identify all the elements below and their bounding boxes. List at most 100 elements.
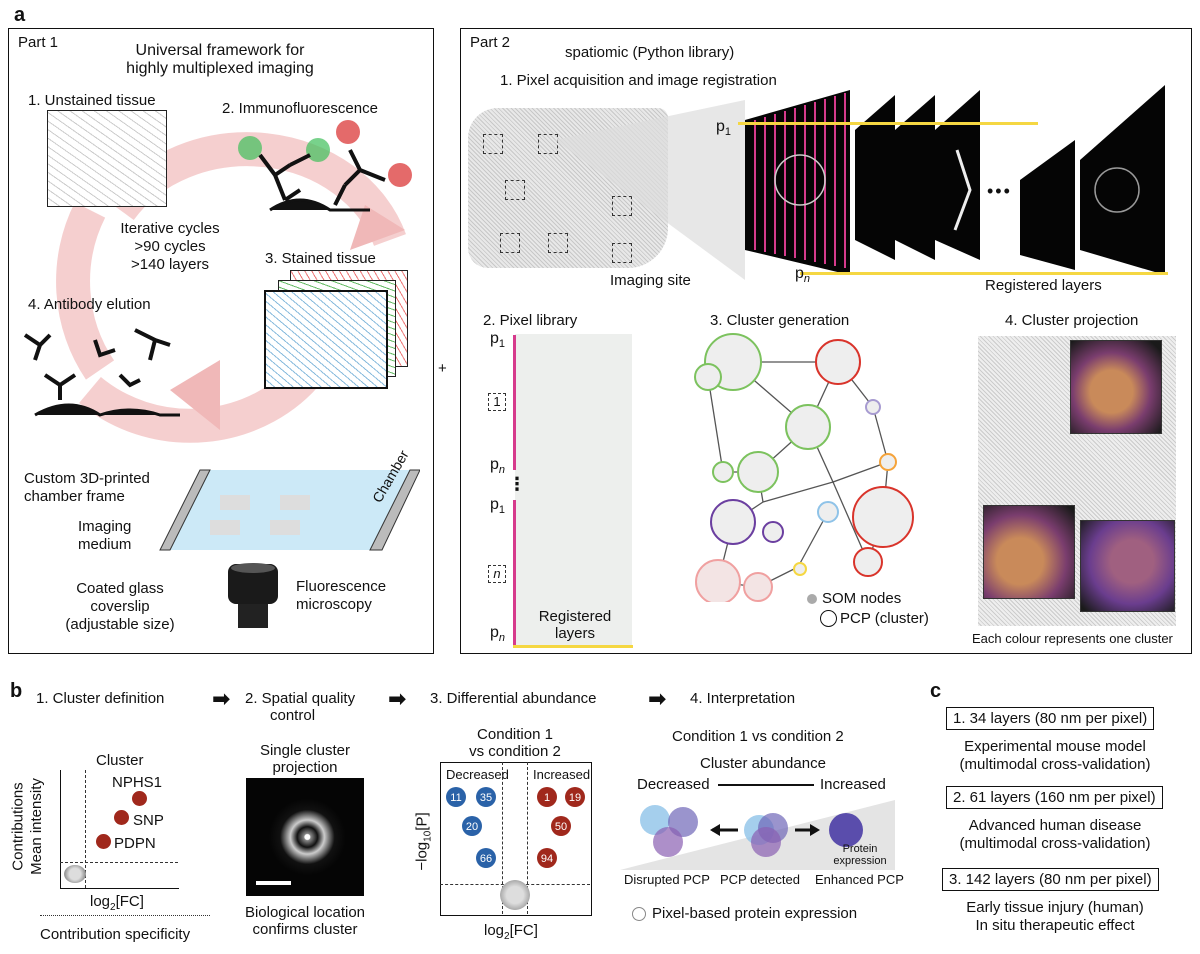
single-cluster-image xyxy=(246,778,364,896)
microscopy-line2: microscopy xyxy=(296,596,372,613)
interpretation-graphic xyxy=(620,800,895,870)
blue-dot-35: 35 xyxy=(476,787,496,807)
pixel-library-bottom-line xyxy=(513,645,633,648)
step3-stained: 3. Stained tissue xyxy=(265,250,376,267)
gene-dot-snp xyxy=(114,810,129,825)
imaging-site-box xyxy=(500,233,520,253)
cluster-projection-inset-1 xyxy=(1070,340,1162,434)
cluster-title: Cluster xyxy=(96,752,144,769)
imaging-site-box xyxy=(612,196,632,216)
volcano-xlabel: log2[FC] xyxy=(484,922,538,942)
volcano-null-points xyxy=(500,880,530,910)
b-arrow-3: ➡ xyxy=(648,686,667,711)
b-arrow-1: ➡ xyxy=(212,686,231,711)
lib-p1-bottom: p1 xyxy=(490,496,506,517)
c-item1-line1: Experimental mouse model xyxy=(964,738,1146,755)
interp-abundance: Cluster abundance xyxy=(700,755,826,772)
microscopy-line1: Fluorescence xyxy=(296,578,387,595)
interp-decreased: Decreased xyxy=(637,776,710,793)
volcano-increased: Increased xyxy=(533,767,591,782)
lib-registered-line2: layers xyxy=(554,625,595,642)
volcano-frame xyxy=(440,762,592,916)
chamber-frame-line1: Custom 3D-printed xyxy=(24,470,150,487)
pixel-legend-icon xyxy=(632,907,646,921)
chamber-frame-line2: chamber frame xyxy=(24,488,125,505)
red-dot-50: 50 xyxy=(551,816,571,836)
som-nodes-legend-icon xyxy=(807,594,817,604)
medium-line2: medium xyxy=(78,536,132,553)
step2-immunofluorescence: 2. Immunofluorescence xyxy=(222,100,378,117)
part1-title: Part 1 xyxy=(18,34,59,51)
b-step2-line1: 2. Spatial quality xyxy=(245,690,356,707)
part2-step3: 3. Cluster generation xyxy=(710,312,850,329)
projection-line1: Single cluster xyxy=(259,742,351,759)
gene-pdpn: PDPN xyxy=(114,835,156,852)
b-step1: 1. Cluster definition xyxy=(36,690,165,707)
part2-step2: 2. Pixel library xyxy=(483,312,578,329)
cluster-ylabel-line2: Mean intensity xyxy=(27,778,45,875)
pixel-library-bar-1 xyxy=(513,335,516,470)
stained-layer-front xyxy=(264,290,388,389)
objective-icon xyxy=(228,563,278,628)
cluster-ylabel-line1: Contributions xyxy=(9,782,27,871)
antibody-graphic xyxy=(238,120,412,212)
layer-stack-graphic xyxy=(745,85,1165,275)
chamber-graphic xyxy=(159,469,420,551)
cycles-line3: >140 layers xyxy=(131,256,209,273)
part1-heading-line1: Universal framework for xyxy=(135,42,305,59)
gene-dot-nphs1 xyxy=(132,791,147,806)
pixel-legend: Pixel-based protein expression xyxy=(652,905,858,922)
pn-label: pn xyxy=(795,265,811,286)
scale-bar xyxy=(256,881,291,885)
cluster-plot-hline xyxy=(60,862,178,863)
legend-pcp: PCP (cluster) xyxy=(840,610,929,627)
specificity-arrow xyxy=(40,915,210,916)
gene-snp: SNP xyxy=(133,812,164,829)
bio-line1: Biological location xyxy=(244,904,366,921)
volcano-decreased: Decreased xyxy=(446,767,509,782)
protein-line1: Protein xyxy=(842,843,878,855)
pn-line xyxy=(800,272,1168,275)
panel-letter-a: a xyxy=(14,4,26,26)
library-name: spatiomic (Python library) xyxy=(565,44,735,61)
b-step4: 4. Interpretation xyxy=(690,690,796,707)
coverslip-line2: coverslip xyxy=(90,598,150,615)
projection-funnel xyxy=(555,100,745,280)
interp-increased: Increased xyxy=(820,776,886,793)
medium-line1: Imaging xyxy=(78,518,132,535)
blue-dot-11: 11 xyxy=(446,787,466,807)
cycles-line1: Iterative cycles xyxy=(120,220,220,237)
panel-letter-b: b xyxy=(10,680,23,702)
pixel-library-panel xyxy=(515,334,632,646)
cluster-projection-inset-2 xyxy=(983,505,1075,599)
registered-layers-label: Registered layers xyxy=(985,277,1102,294)
cluster-projection-inset-3 xyxy=(1080,520,1175,612)
part1-heading-line2: highly multiplexed imaging xyxy=(126,60,314,77)
imaging-site-box xyxy=(505,180,525,200)
layers-ellipsis: ••• xyxy=(987,181,1012,201)
coverslip-line3: (adjustable size) xyxy=(65,616,175,633)
pixel-library-bar-2 xyxy=(513,500,516,646)
volcano-vline-1 xyxy=(502,762,503,914)
volcano-ylabel: −log10[P] xyxy=(413,812,434,871)
condition-line1: Condition 1 xyxy=(477,726,553,743)
elution-graphic xyxy=(23,328,180,417)
part2-step1: 1. Pixel acquisition and image registrat… xyxy=(500,72,777,89)
pcp-legend-icon xyxy=(820,610,837,627)
gene-dot-cluster xyxy=(64,865,86,883)
imaging-site-box xyxy=(548,233,568,253)
b-arrow-2: ➡ xyxy=(388,686,407,711)
imaging-site-box xyxy=(612,243,632,263)
cluster-projection-caption: Each colour represents one cluster xyxy=(972,631,1173,646)
lib-p1-top: p1 xyxy=(490,330,506,351)
label-disrupted: Disrupted PCP xyxy=(624,872,710,887)
projection-line2: projection xyxy=(272,759,338,776)
c-item2-box: 2. 61 layers (160 nm per pixel) xyxy=(946,786,1163,809)
protein-line2: expression xyxy=(833,855,887,867)
label-enhanced: Enhanced PCP xyxy=(815,872,904,887)
lib-pn-bottom: pn xyxy=(490,624,506,645)
volcano-vline-2 xyxy=(527,762,528,914)
step1-unstained: 1. Unstained tissue xyxy=(28,92,156,109)
lib-box-1: 1 xyxy=(488,393,506,411)
c-item2-line2: (multimodal cross-validation) xyxy=(959,835,1151,852)
